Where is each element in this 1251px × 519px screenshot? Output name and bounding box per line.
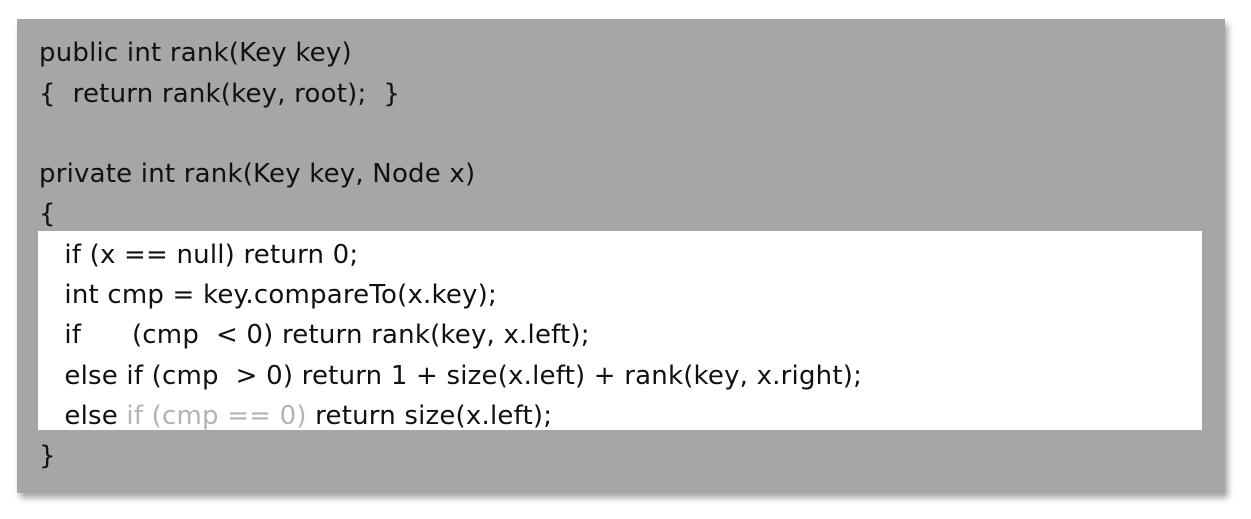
code-line-6: if (x == null) return 0; <box>39 240 359 270</box>
code-line-7: int cmp = key.compareTo(x.key); <box>39 280 497 310</box>
code-line-10-suffix: return size(x.left); <box>306 401 553 431</box>
code-line-10: else if (cmp == 0) return size(x.left); <box>39 396 552 436</box>
code-line-9: else if (cmp > 0) return 1 + size(x.left… <box>39 361 863 391</box>
code-line-10-prefix: else <box>39 401 127 431</box>
code-line-5: { <box>39 199 56 229</box>
code-line-11: } <box>39 441 56 471</box>
code-line-8: if (cmp < 0) return rank(key, x.left); <box>39 320 590 350</box>
code-line-2: { return rank(key, root); } <box>39 79 401 109</box>
code-line-10-faded-condition: if (cmp == 0) <box>126 401 307 431</box>
highlighted-code-block <box>38 231 1202 430</box>
code-line-4: private int rank(Key key, Node x) <box>39 159 476 189</box>
code-line-1: public int rank(Key key) <box>39 38 352 68</box>
